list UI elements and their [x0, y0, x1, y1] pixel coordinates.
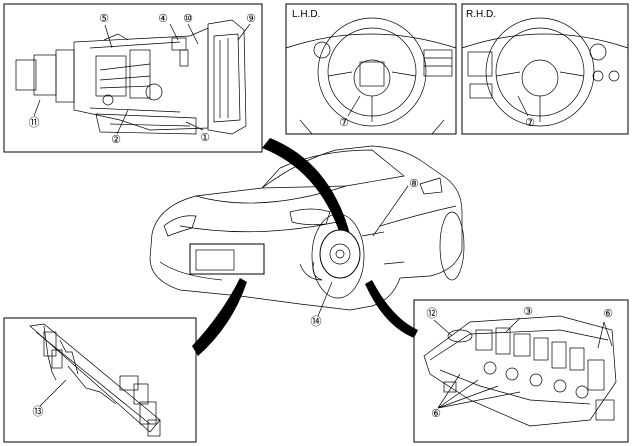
lhd-steering-wheel: [285, 17, 457, 135]
harness-panel: ⑬: [3, 317, 197, 443]
callout-4: ④: [158, 13, 168, 25]
callout-11: ⑪: [29, 116, 40, 129]
harness-illustration: [29, 323, 161, 437]
valve-body-leaders: [433, 317, 613, 409]
panel-border: [3, 317, 197, 443]
rhd-panel: R.H.D. ⑦: [461, 3, 629, 135]
panel-border: [3, 3, 263, 153]
car-illustration: [149, 145, 465, 311]
panel-border: [461, 3, 629, 135]
callout-6-right: ⑥: [603, 308, 613, 320]
leader-band-valve-body: [365, 280, 418, 338]
lhd-callout-7: ⑦: [339, 117, 349, 129]
callout-1: ①: [200, 132, 210, 144]
callout-10: ⑩: [183, 13, 193, 25]
callout-9: ⑨: [246, 13, 256, 25]
panel-border: [285, 3, 457, 135]
car-leader-8: [372, 185, 409, 237]
transmission-illustration: [15, 19, 247, 135]
transmission-panel: ⑤ ④ ⑩ ⑨ ① ② ⑪: [3, 3, 263, 153]
callout-12: ⑫: [427, 307, 438, 320]
rhd-caption: R.H.D.: [466, 9, 496, 20]
rhd-callout-7: ⑦: [525, 117, 535, 129]
callout-5: ⑤: [99, 13, 109, 25]
callout-2: ②: [111, 134, 121, 146]
callout-13: ⑬: [33, 405, 44, 418]
rhd-steering-wheel: [461, 17, 629, 127]
car-leader-14: [317, 281, 333, 317]
panel-border: [413, 299, 629, 443]
lhd-panel: L.H.D. ⑦: [285, 3, 457, 135]
valve-body-illustration: [423, 315, 617, 427]
callout-8: ⑧: [409, 178, 419, 190]
callout-3: ③: [523, 306, 533, 318]
callout-14: ⑭: [311, 315, 322, 328]
harness-leader: [39, 379, 67, 407]
leader-band-transmission: [262, 138, 350, 234]
valve-body-panel: ⑫ ③ ⑥ ⑥: [413, 299, 629, 443]
lhd-caption: L.H.D.: [292, 9, 320, 20]
callout-6-bottom: ⑥: [431, 408, 441, 420]
lhd-leader: [347, 95, 361, 117]
rhd-leader: [517, 95, 529, 117]
transmission-leaders: [33, 23, 251, 135]
leader-band-harness: [192, 278, 247, 356]
